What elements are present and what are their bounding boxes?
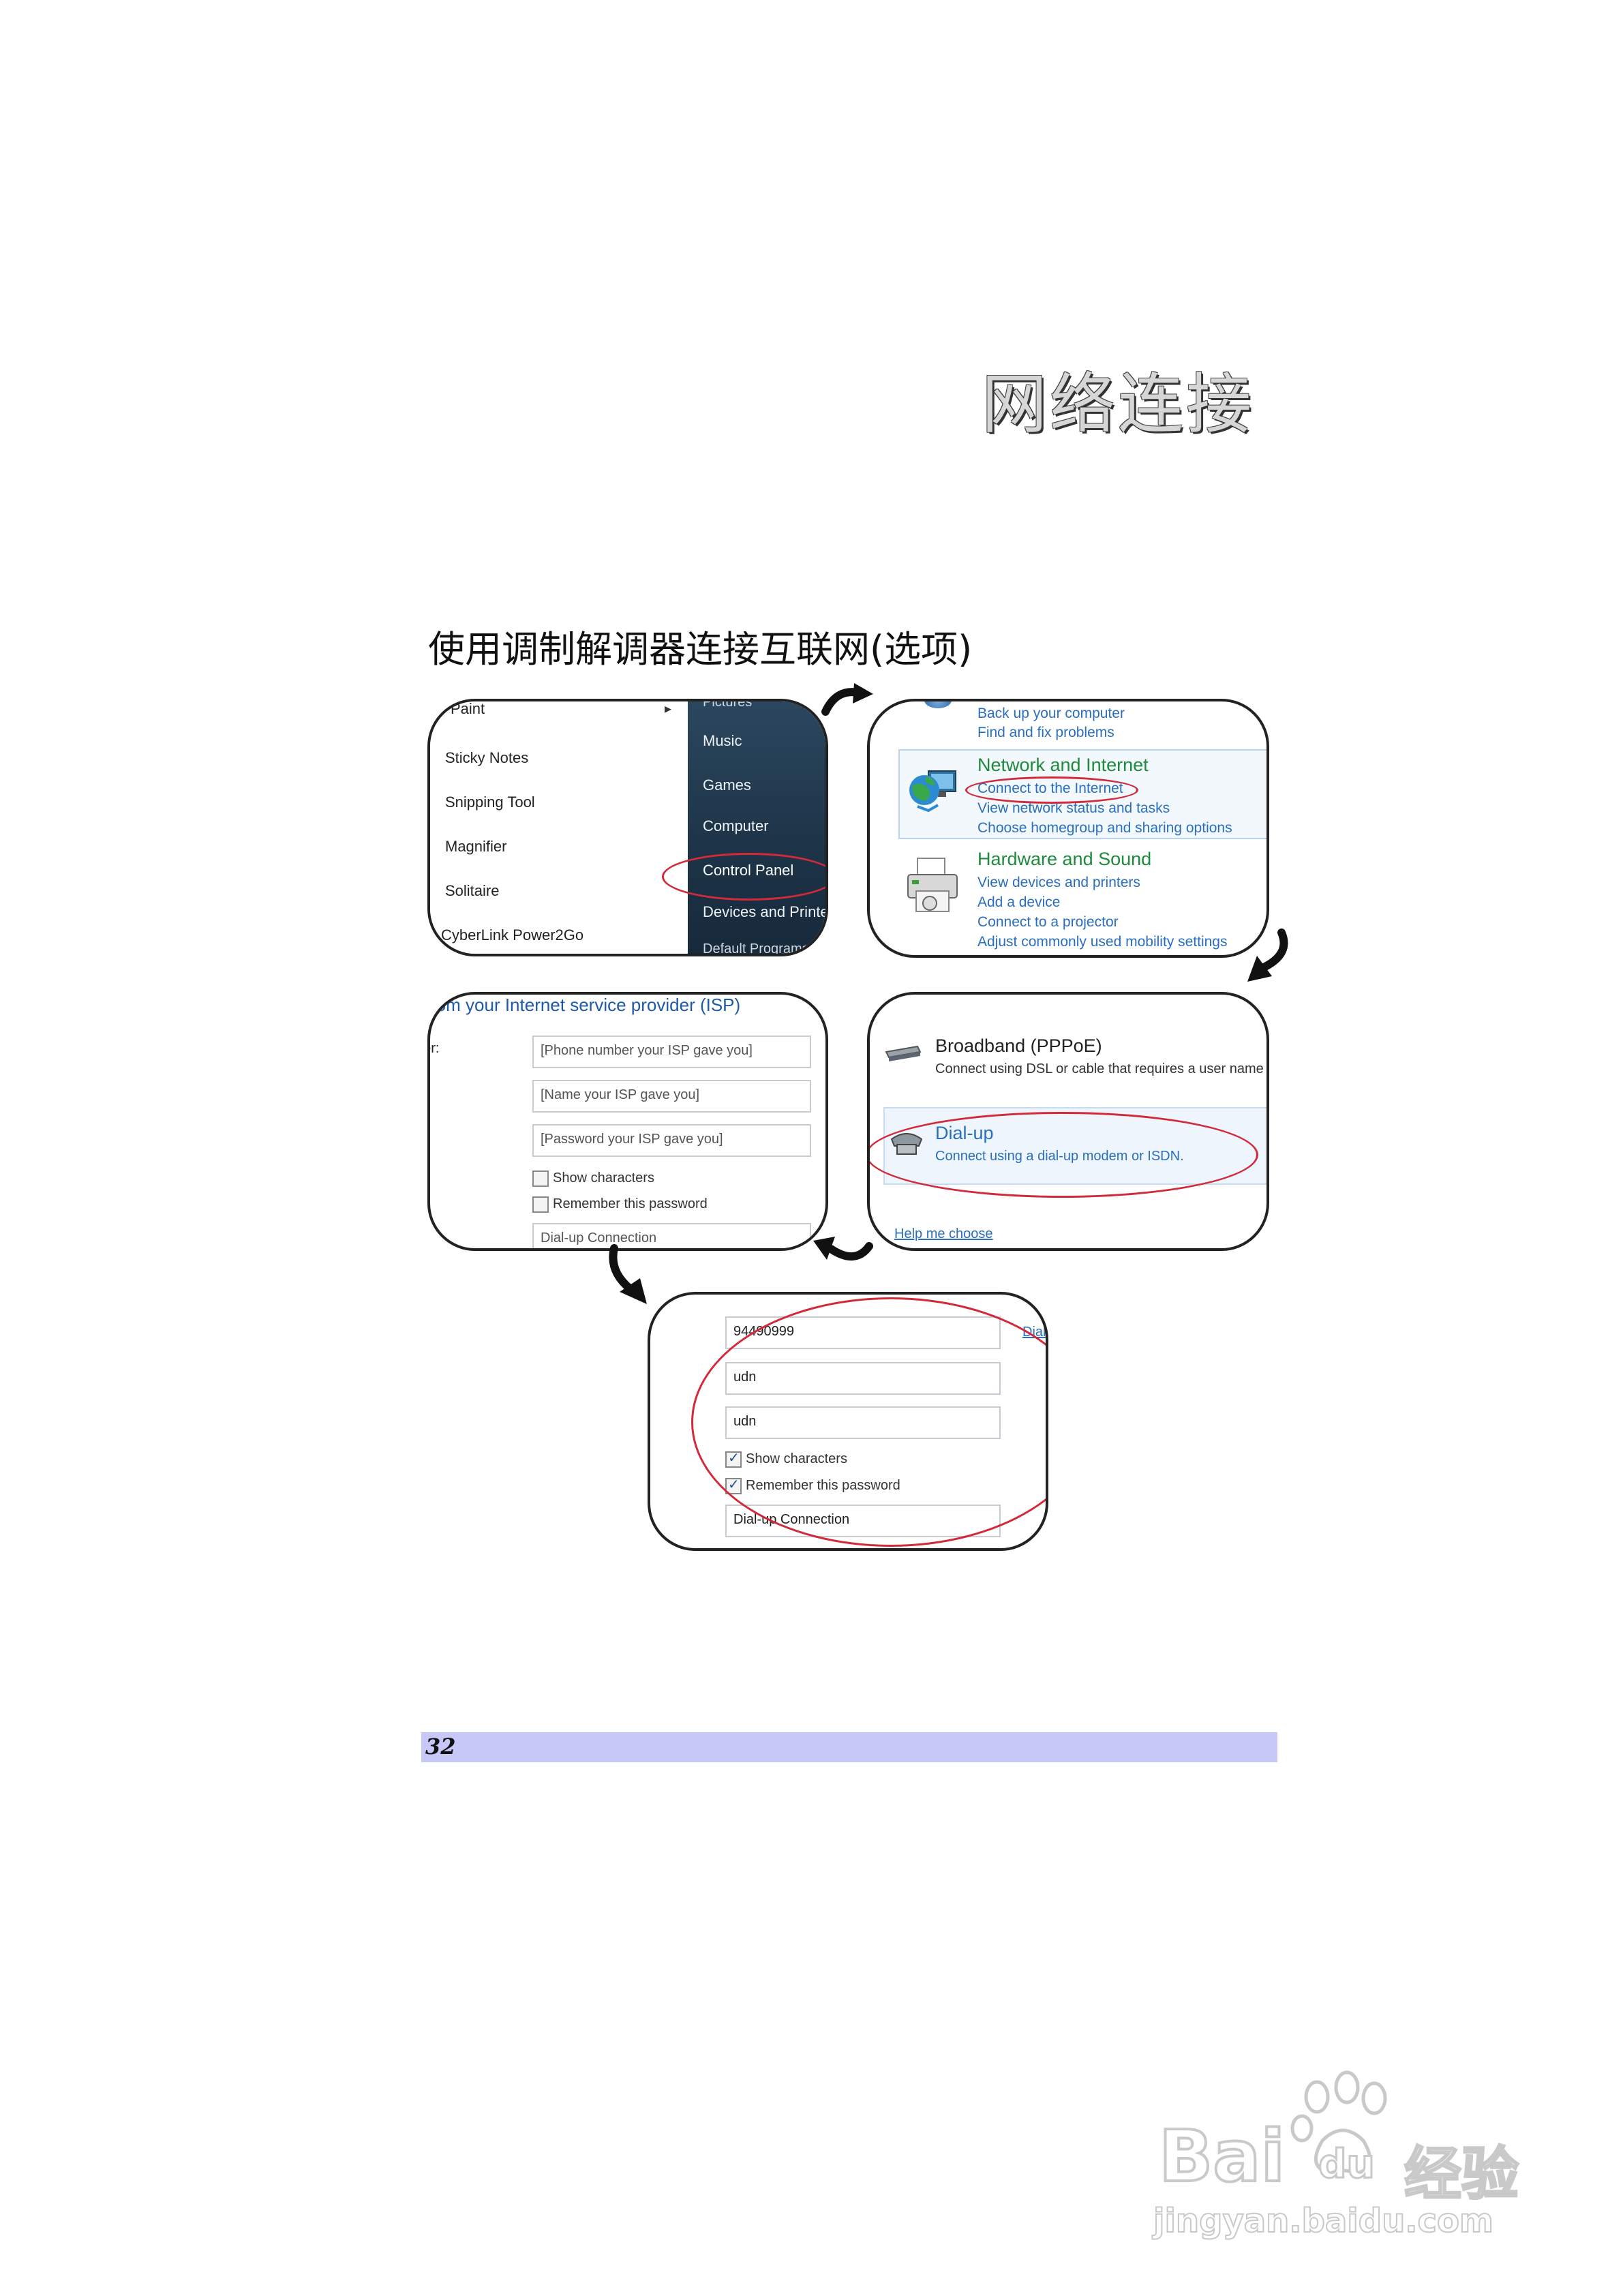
link-add-device[interactable]: Add a device	[977, 894, 1061, 910]
remember-password-label: Remember this password	[553, 1196, 708, 1211]
submenu-arrow-icon: ▸	[665, 701, 672, 716]
curved-arrow-icon	[813, 1237, 873, 1261]
broadband-modem-icon	[883, 1042, 922, 1066]
start-menu-item-pictures[interactable]: Pictures	[703, 699, 753, 710]
help-me-choose-link[interactable]: Help me choose	[894, 1226, 993, 1241]
start-menu-item-games[interactable]: Games	[703, 776, 751, 794]
watermark-brand-latin: Bai	[1157, 2113, 1286, 2199]
start-menu-item-sticky-notes[interactable]: Sticky Notes	[445, 749, 529, 766]
link-view-devices[interactable]: View devices and printers	[977, 875, 1140, 890]
show-characters-checkbox[interactable]	[532, 1170, 549, 1187]
section-title: 使用调制解调器连接互联网(选项)	[428, 628, 973, 671]
show-characters-label: Show characters	[553, 1170, 654, 1185]
footer-bar	[421, 1732, 1277, 1762]
link-network-status[interactable]: View network status and tasks	[977, 800, 1170, 816]
start-menu-right-column: Pictures Music Games Computer Control Pa…	[688, 701, 825, 954]
phone-number-label: Dial-up phone number:	[430, 1041, 440, 1056]
baidu-jingyan-watermark: Bai du 经验 jingyan.baidu.com	[1152, 2066, 1534, 2241]
broadband-title[interactable]: Broadband (PPPoE)	[935, 1036, 1102, 1056]
start-menu-item-cyberlink[interactable]: CyberLink Power2Go	[441, 926, 584, 943]
network-globe-icon	[905, 761, 960, 819]
highlight-ellipse	[662, 853, 825, 901]
isp-form-header: Type the information from your Internet …	[427, 995, 741, 1015]
watermark-brand-du: du	[1318, 2140, 1376, 2188]
link-mobility[interactable]: Adjust commonly used mobility settings	[977, 934, 1228, 950]
network-heading[interactable]: Network and Internet	[977, 755, 1149, 775]
printer-icon	[902, 853, 964, 924]
start-menu-panel: Paint ▸ Sticky Notes Snipping Tool Magni…	[427, 699, 828, 956]
phone-number-input[interactable]: [Phone number your ISP gave you]	[532, 1036, 811, 1068]
control-panel-panel: Back up your computer Find and fix probl…	[867, 699, 1269, 958]
start-menu-item-default-programs[interactable]: Default Programs	[703, 941, 809, 956]
watermark-brand-cn: 经验	[1403, 2140, 1519, 2209]
start-menu-item-music[interactable]: Music	[703, 732, 742, 749]
page-number: 32	[425, 1734, 456, 1759]
start-menu-item-devices-printers[interactable]: Devices and Printers	[703, 903, 828, 920]
filled-form-panel: 94490999 Dialing Rules udn udn ✓ Show ch…	[648, 1292, 1048, 1551]
link-projector[interactable]: Connect to a projector	[977, 914, 1119, 930]
curved-arrow-icon	[821, 683, 873, 716]
start-menu-item-magnifier[interactable]: Magnifier	[445, 838, 507, 855]
remember-password-checkbox[interactable]	[532, 1196, 549, 1213]
link-back-up[interactable]: Back up your computer	[977, 706, 1125, 721]
curved-arrow-icon	[1247, 928, 1288, 982]
connection-type-panel: Broadband (PPPoE) Connect using DSL or c…	[867, 992, 1269, 1251]
highlight-ellipse	[965, 776, 1138, 804]
hardware-heading[interactable]: Hardware and Sound	[977, 849, 1152, 869]
start-menu-item-solitaire[interactable]: Solitaire	[445, 882, 500, 899]
start-menu-left-column: Paint ▸ Sticky Notes Snipping Tool Magni…	[430, 701, 688, 954]
page-title: 网络连接	[982, 366, 1254, 442]
link-find-fix[interactable]: Find and fix problems	[977, 725, 1114, 740]
watermark-url: jingyan.baidu.com	[1153, 2201, 1494, 2241]
isp-form-panel: Type the information from your Internet …	[427, 992, 828, 1251]
globe-icon-top	[924, 701, 952, 708]
curved-arrow-icon	[609, 1244, 647, 1304]
connection-name-input[interactable]: Dial-up Connection	[532, 1223, 811, 1248]
start-menu-item-paint[interactable]: Paint	[451, 700, 485, 717]
broadband-description: Connect using DSL or cable that requires…	[935, 1061, 1266, 1076]
start-menu-item-snipping-tool[interactable]: Snipping Tool	[445, 794, 535, 811]
link-homegroup[interactable]: Choose homegroup and sharing options	[977, 820, 1232, 836]
user-name-input[interactable]: [Name your ISP gave you]	[532, 1080, 811, 1113]
password-input[interactable]: [Password your ISP gave you]	[532, 1124, 811, 1157]
baidu-paw-logo	[1290, 2070, 1387, 2175]
highlight-ellipse	[870, 1112, 1258, 1198]
highlight-ellipse	[691, 1297, 1046, 1547]
start-menu-item-computer[interactable]: Computer	[703, 817, 769, 834]
